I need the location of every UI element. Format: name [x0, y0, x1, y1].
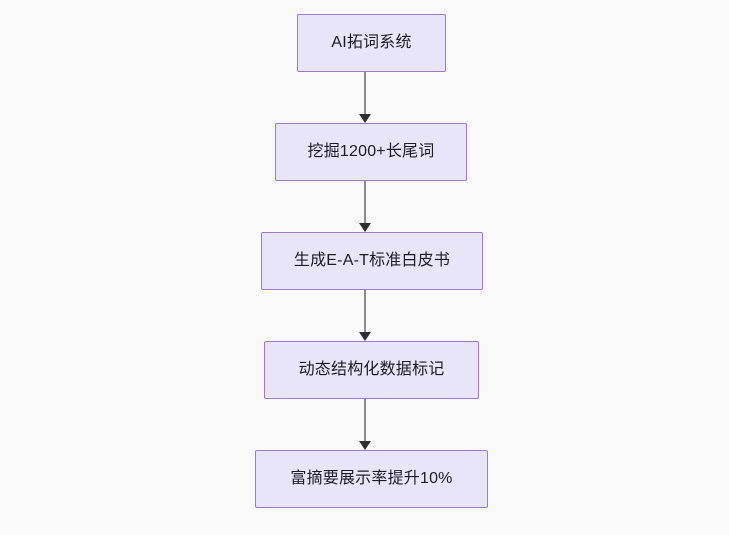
flow-node-4[interactable]: 动态结构化数据标记 [264, 341, 479, 399]
arrowhead-icon [359, 114, 371, 123]
flow-node-label: 挖掘1200+长尾词 [307, 143, 435, 161]
flow-edge [359, 72, 371, 123]
edge-line [364, 72, 366, 115]
flow-node-2[interactable]: 挖掘1200+长尾词 [275, 123, 467, 181]
flow-node-1[interactable]: AI拓词系统 [297, 14, 446, 72]
flow-node-label: AI拓词系统 [331, 34, 412, 52]
flow-node-label: 富摘要展示率提升10% [290, 470, 453, 488]
arrowhead-icon [359, 223, 371, 232]
arrowhead-icon [359, 441, 371, 450]
flow-edge [359, 181, 371, 232]
edge-line [364, 181, 366, 224]
flow-node-label: 生成E-A-T标准白皮书 [293, 252, 451, 270]
flow-edge [359, 290, 371, 341]
arrowhead-icon [359, 332, 371, 341]
edge-line [364, 399, 366, 442]
flow-edge [359, 399, 371, 450]
edge-line [364, 290, 366, 333]
flow-node-label: 动态结构化数据标记 [298, 361, 445, 379]
flow-node-3[interactable]: 生成E-A-T标准白皮书 [261, 232, 483, 290]
flow-node-5[interactable]: 富摘要展示率提升10% [255, 450, 488, 508]
